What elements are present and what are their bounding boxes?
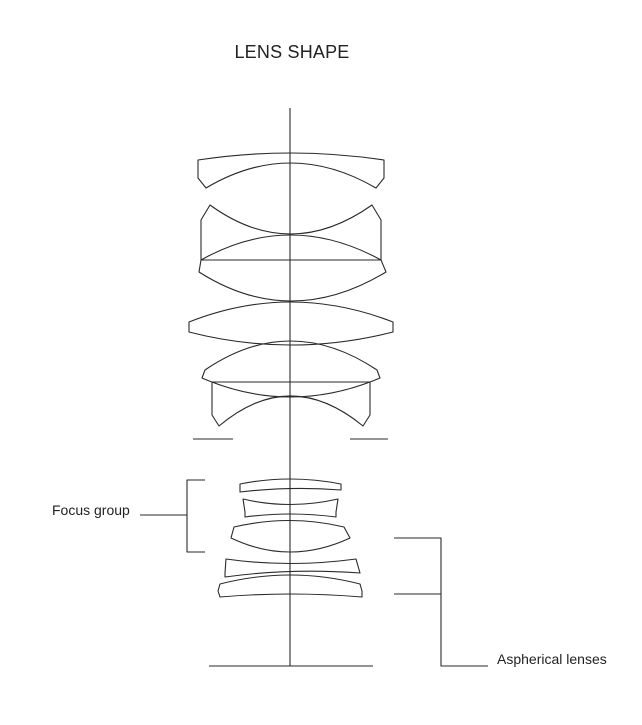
aspherical-lenses-leader — [440, 594, 488, 667]
lens-element-4 — [188, 301, 394, 346]
aspherical-lens-1 — [224, 558, 361, 578]
diagram-title: LENS SHAPE — [234, 42, 350, 62]
lens-element-5 — [201, 340, 381, 398]
lens-element-6 — [211, 381, 371, 427]
lens-element-2 — [200, 204, 382, 261]
focus-lens-element-2 — [242, 498, 339, 518]
aspherical-lenses-label: Aspherical lenses — [497, 651, 607, 667]
focus-lens-element-1 — [239, 478, 342, 493]
focus-group-bracket — [186, 479, 205, 553]
lens-element-3 — [198, 234, 387, 302]
focus-group-label: Focus group — [52, 502, 130, 518]
aspherical-lenses-bracket — [394, 537, 442, 595]
lens-element-1 — [197, 152, 385, 189]
focus-lens-element-3 — [230, 520, 351, 553]
aspherical-lens-2 — [217, 574, 363, 598]
